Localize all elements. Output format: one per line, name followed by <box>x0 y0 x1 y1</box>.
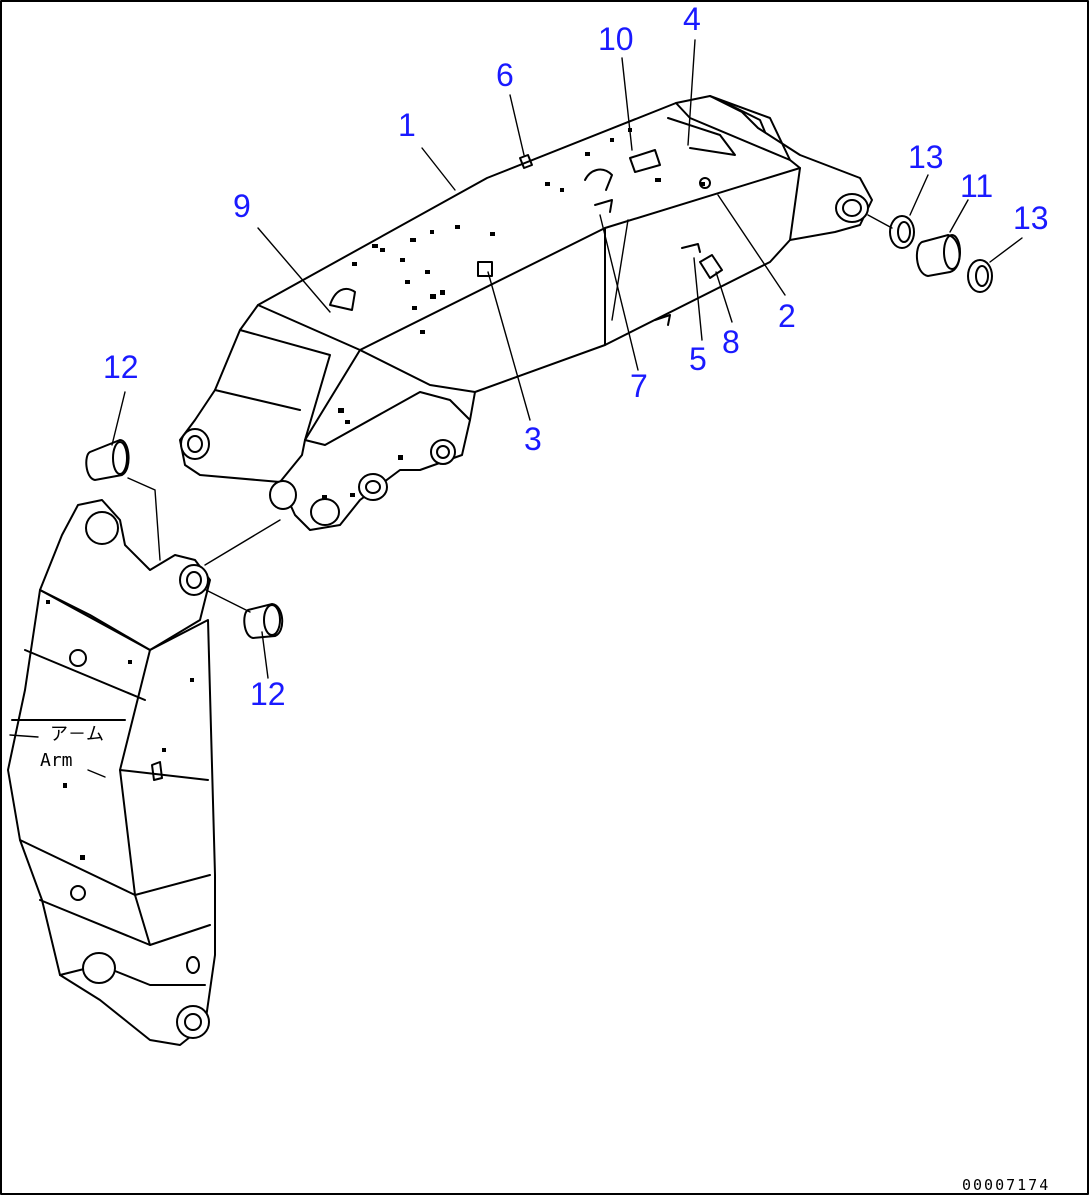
arm-label-en: Arm <box>40 750 73 771</box>
arm-label-jp: ア－ム <box>50 724 104 745</box>
callout-11: 11 <box>960 168 993 204</box>
bushing-12-upper <box>85 438 130 482</box>
boom-body <box>7 499 216 1046</box>
callout-10: 10 <box>598 21 634 57</box>
callout-5: 5 <box>689 341 707 377</box>
callout-9: 9 <box>233 188 251 224</box>
arm-body <box>179 95 873 531</box>
callout-3: 3 <box>524 421 542 457</box>
ring-13-right <box>967 259 993 293</box>
callout-7: 7 <box>630 368 648 404</box>
callout-1: 1 <box>398 107 416 143</box>
bushing-12-lower <box>243 602 284 640</box>
callout-8: 8 <box>722 324 740 360</box>
callout-6: 6 <box>496 57 514 93</box>
leader-lines <box>111 39 1023 679</box>
ring-13-left <box>889 215 915 249</box>
bushing-11 <box>915 233 961 278</box>
callout-2: 2 <box>778 298 796 334</box>
callout-4: 4 <box>683 1 701 37</box>
callout-12-upper: 12 <box>103 349 139 385</box>
callout-13-right: 13 <box>1013 200 1049 236</box>
drawing-reference-number: 00007174 <box>962 1176 1050 1194</box>
callout-13-left: 13 <box>908 139 944 175</box>
callout-12-lower: 12 <box>250 676 286 712</box>
